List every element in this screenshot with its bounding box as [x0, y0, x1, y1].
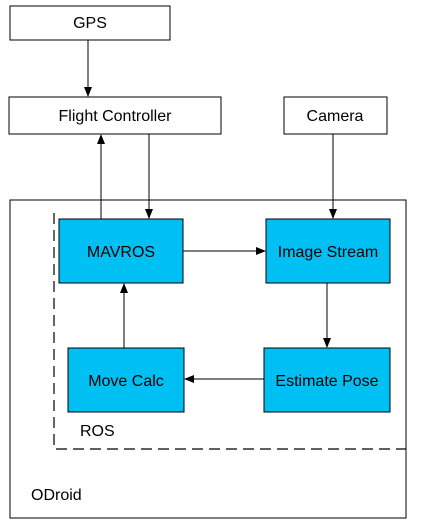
move-calc-node: Move Calc — [67, 347, 185, 413]
camera-box — [283, 96, 388, 135]
image-stream-node: Image Stream — [265, 218, 391, 284]
mavros-node: MAVROS — [58, 218, 184, 284]
estimate-pose-box — [263, 347, 391, 413]
flight-controller-node: Flight Controller — [8, 96, 222, 135]
gps-node: GPS — [9, 5, 171, 41]
estimate-pose-label: Estimate Pose — [275, 373, 378, 390]
ros-label: ROS — [80, 423, 115, 440]
gps-box — [9, 5, 171, 41]
camera-node: Camera — [283, 96, 388, 135]
ros-container: ROS — [53, 213, 406, 450]
move-calc-label: Move Calc — [88, 373, 164, 390]
camera-label: Camera — [307, 108, 364, 125]
ros-container-border — [53, 213, 406, 450]
image-stream-box — [265, 218, 391, 284]
move-calc-box — [67, 347, 185, 413]
flight-controller-box — [8, 96, 222, 135]
estimate-pose-node: Estimate Pose — [263, 347, 391, 413]
odroid-label: ODroid — [31, 487, 82, 504]
mavros-label: MAVROS — [87, 244, 155, 261]
image-stream-label: Image Stream — [278, 244, 378, 261]
flight-controller-label: Flight Controller — [59, 108, 173, 125]
connectors — [84, 40, 337, 383]
gps-label: GPS — [73, 15, 107, 32]
